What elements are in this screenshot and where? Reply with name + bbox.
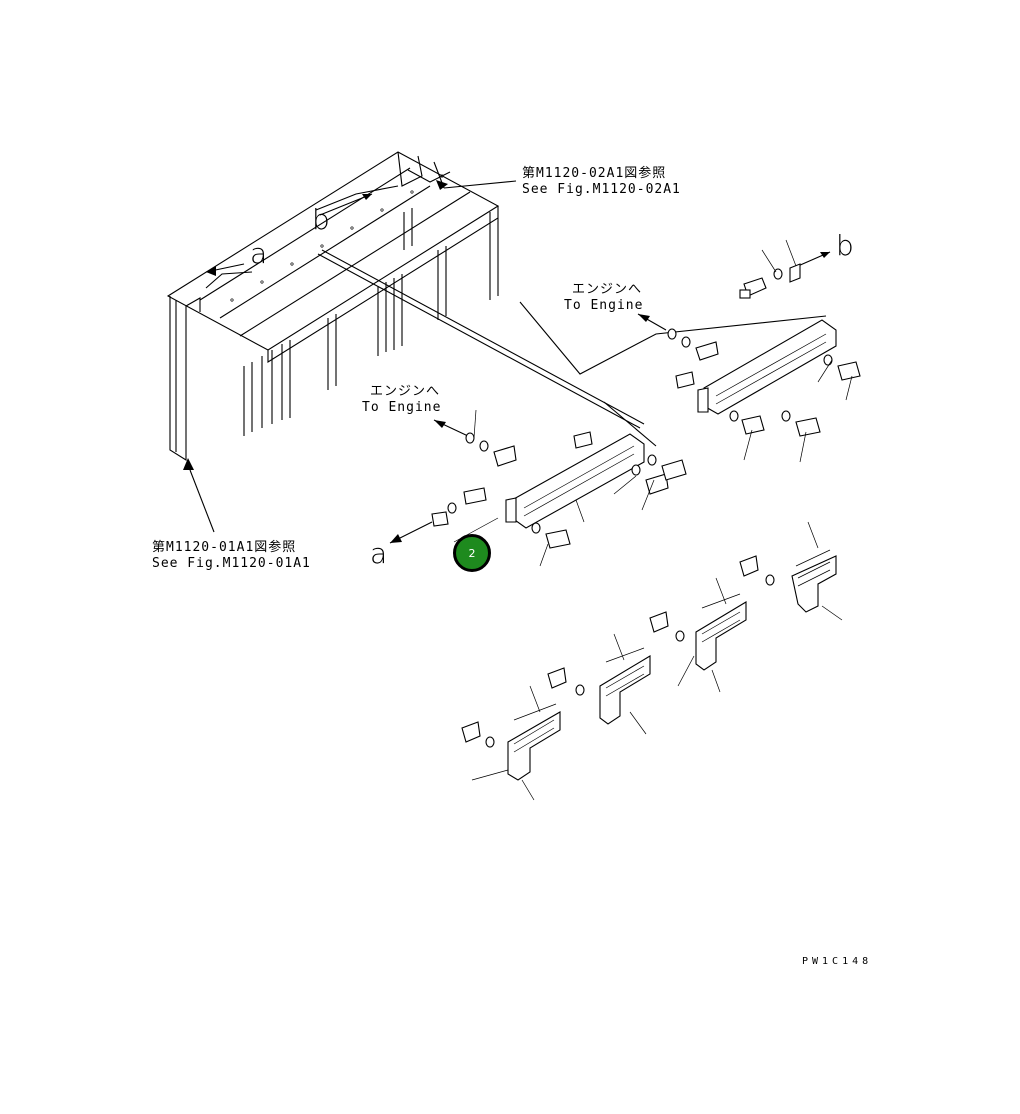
middle-clamp-assembly: [431, 431, 687, 549]
view-mark-a-top: a: [250, 237, 268, 270]
top-ref-jp: 第M1120-02A1図参照: [522, 166, 667, 181]
callout-number: 2: [468, 546, 476, 560]
left-ref-en: See Fig.M1120-01A1: [152, 556, 311, 571]
view-mark-b-top: b: [312, 203, 330, 236]
engine-label-right-en: To Engine: [564, 298, 644, 313]
direction-arrows: [183, 161, 831, 544]
left-ref-jp: 第M1120-01A1図参照: [152, 540, 297, 555]
engine-label-right-jp: エンジンへ: [572, 282, 643, 297]
part-callout-2[interactable]: 2: [453, 534, 491, 572]
part-leaders: [453, 239, 853, 801]
top-ref-en: See Fig.M1120-02A1: [522, 182, 681, 197]
lower-clamp-row: [461, 549, 837, 781]
leader-lines: [189, 180, 517, 533]
engine-label-left-jp: エンジンへ: [370, 384, 441, 399]
engine-label-left-en: To Engine: [362, 400, 442, 415]
view-mark-a-bottom: a: [370, 537, 388, 570]
right-clamp-assembly: [667, 263, 861, 437]
view-mark-b-right: b: [836, 229, 854, 262]
frame-assembly: [166, 151, 827, 461]
drawing-code: PW1C148: [802, 956, 873, 967]
